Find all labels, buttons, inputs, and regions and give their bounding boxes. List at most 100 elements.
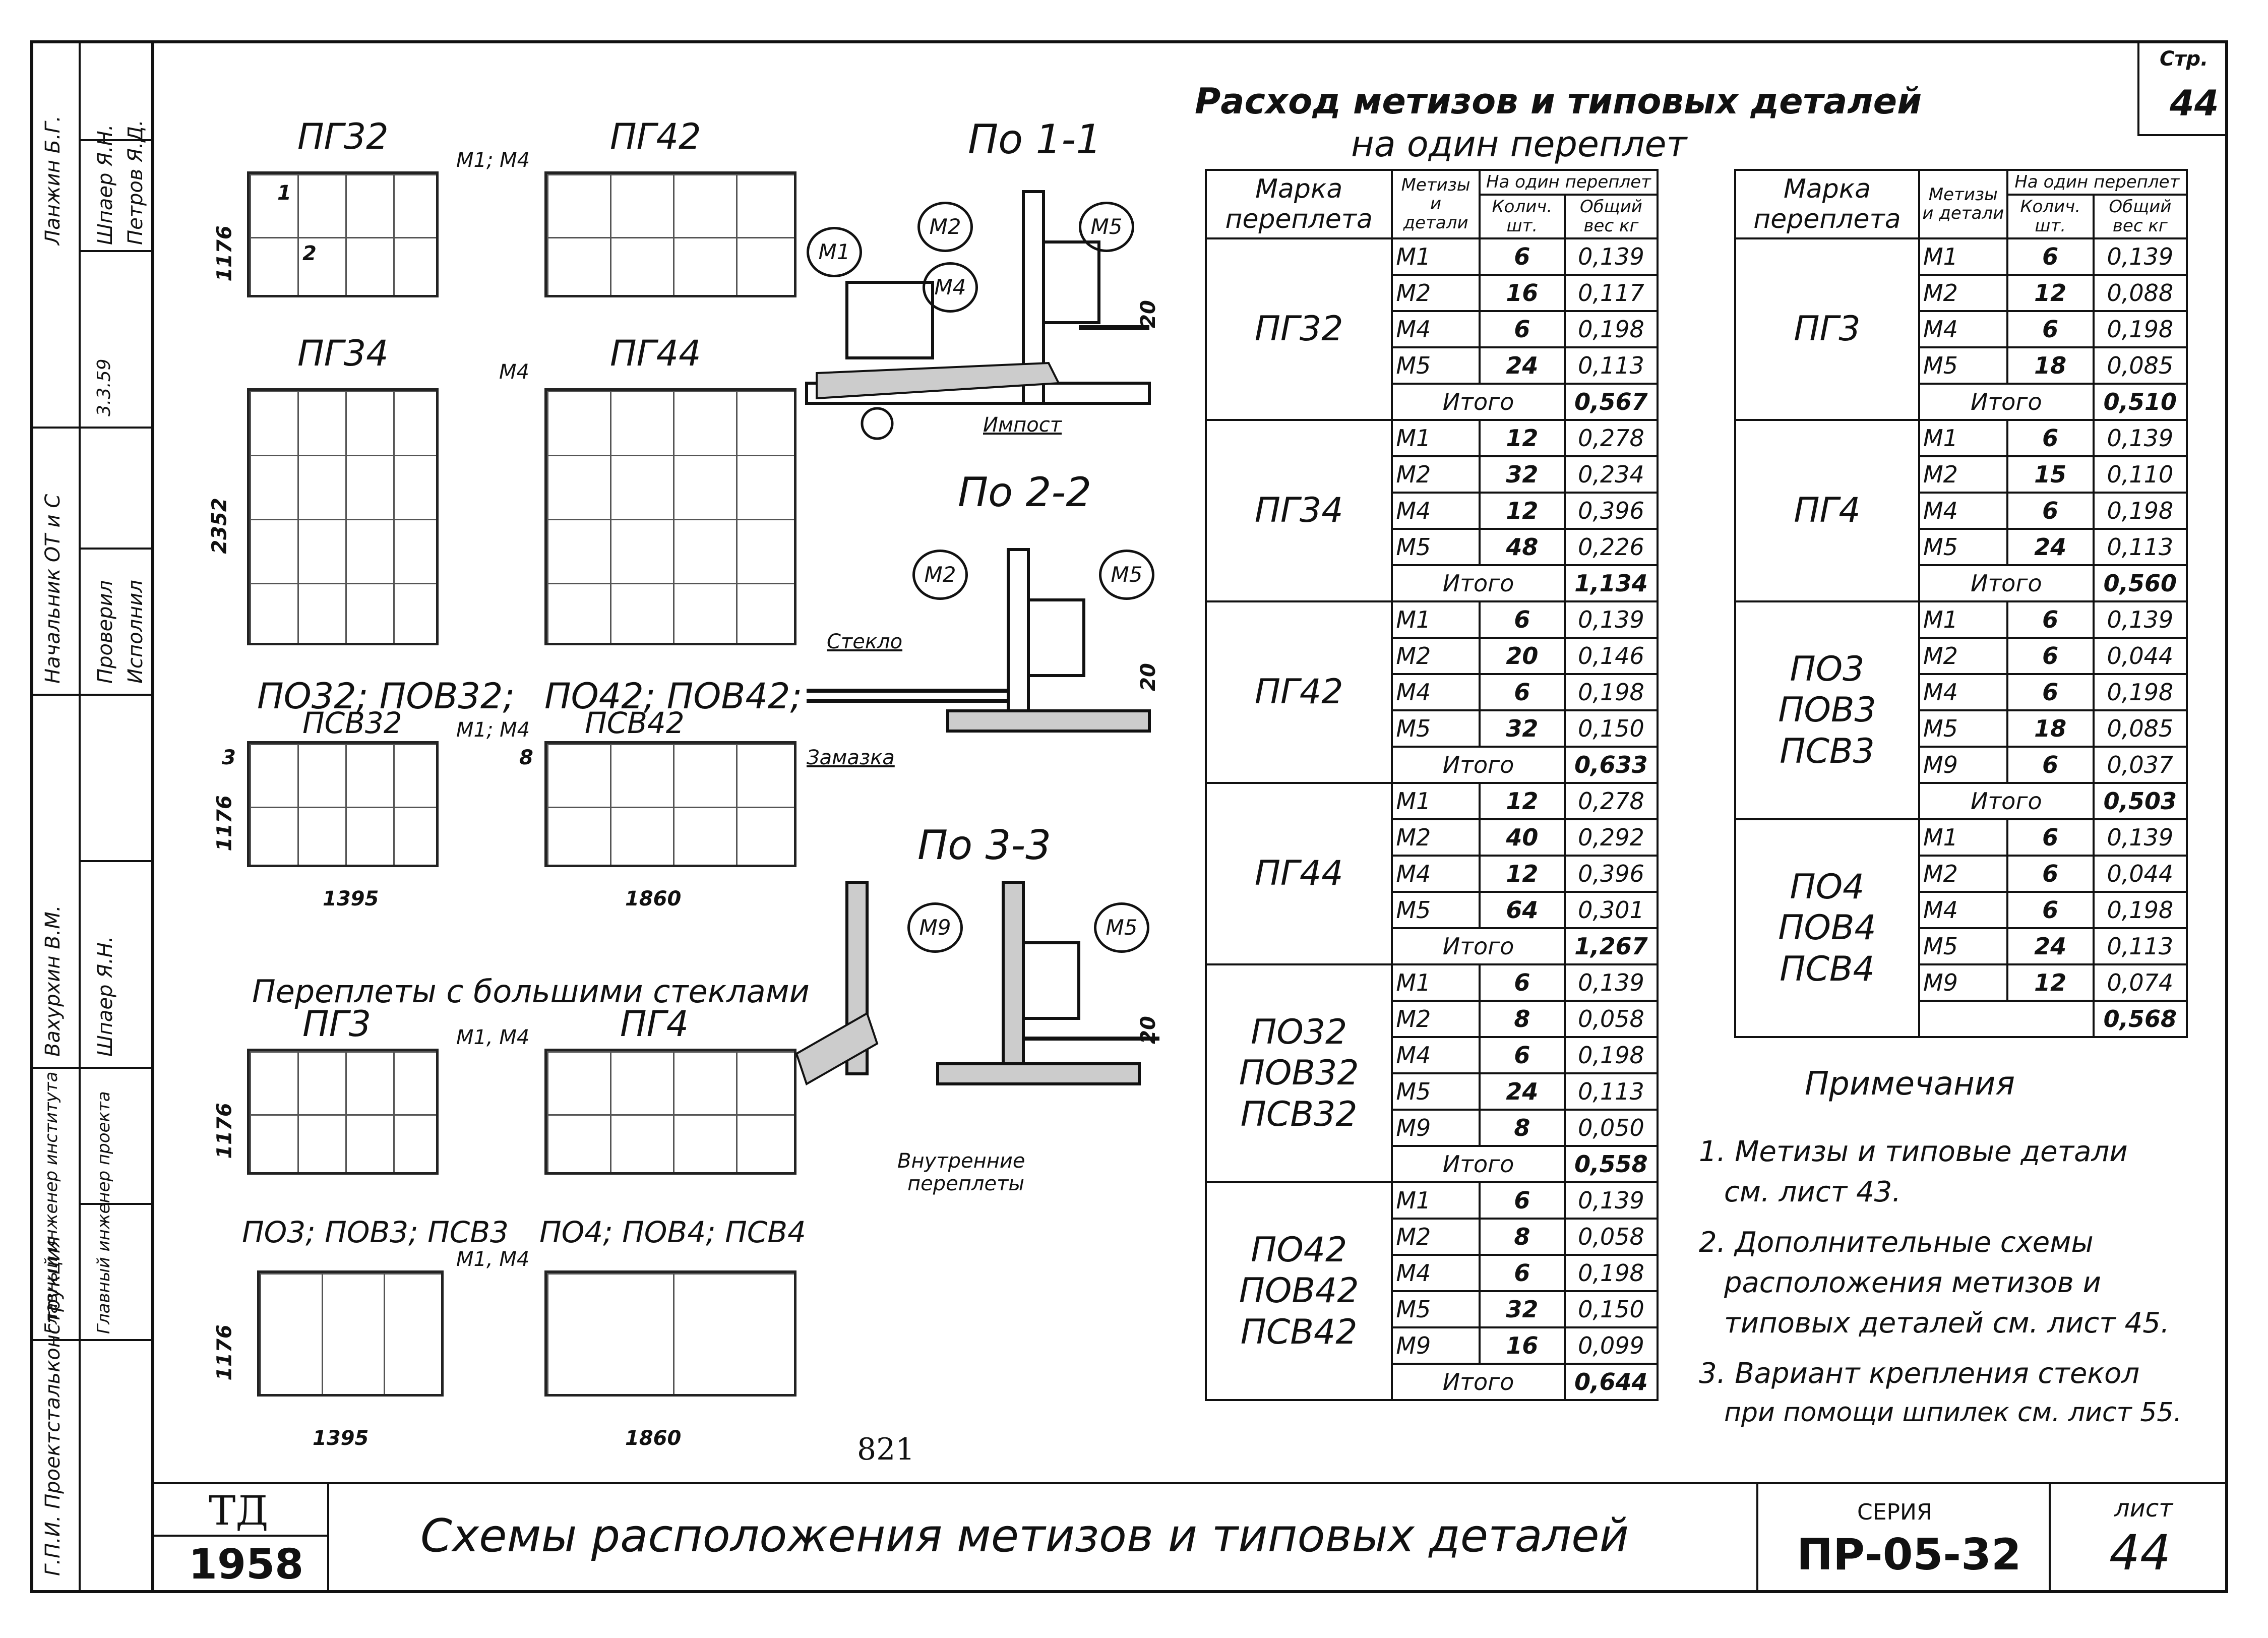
total-label: Итого <box>1391 383 1566 421</box>
weight-cell: 0,113 <box>1563 1072 1659 1111</box>
qty-cell: 6 <box>2006 310 2095 349</box>
table-title-line1: Расход метизов и типовых деталей <box>1195 81 1922 122</box>
label-po3: ПО3; ПОВ3; ПСВ3 <box>242 1215 509 1249</box>
col-metizy: Метизы и детали <box>1391 168 1481 240</box>
weight-cell: 0,198 <box>1563 310 1659 349</box>
metiz-cell: М1 <box>1391 600 1481 639</box>
callout-m2-a: М2 <box>917 202 973 252</box>
dim-20-c: 20 <box>1136 1016 1160 1044</box>
role-chief-project: Главный инженер проекта <box>94 1091 114 1334</box>
total-row: 0,568 <box>1735 1000 2188 1039</box>
label-pg42: ПГ42 <box>610 116 701 157</box>
footer-series: ПР-05-32 <box>1797 1530 2021 1580</box>
col-weight-2: Общий вес кг <box>2092 194 2188 240</box>
weight-cell: 0,139 <box>1563 600 1659 639</box>
qty-cell: 12 <box>1478 855 1566 893</box>
weight-cell: 0,234 <box>1563 455 1659 494</box>
total-label: Итого <box>1918 383 2095 421</box>
label-pg3: ПГ3 <box>302 1003 372 1045</box>
weight-cell: 0,396 <box>1563 492 1659 530</box>
mark-cell: ПГ3 <box>1734 237 1920 421</box>
qty-cell: 6 <box>2006 855 2095 893</box>
num-1-a: 1 <box>277 181 291 205</box>
total-value: 0,510 <box>2092 383 2188 421</box>
metiz-cell: М1 <box>1391 1181 1481 1220</box>
link-po32-po42: М1; М4 <box>456 718 530 742</box>
total-label: Итого <box>1391 564 1566 603</box>
note-3a: 3. Вариант крепления стекол <box>1699 1357 2140 1390</box>
weight-cell: 0,301 <box>1563 891 1659 930</box>
qty-cell: 6 <box>2006 673 2095 712</box>
weight-cell: 0,198 <box>2092 891 2188 930</box>
label-psv32: ПСВ32 <box>302 706 402 740</box>
metiz-cell: М2 <box>1918 455 2008 494</box>
scheme-pg3 <box>247 1049 439 1175</box>
label-section-3-3: По 3-3 <box>917 822 1052 869</box>
total-value: 0,503 <box>2092 782 2188 821</box>
mark-cell: ПГ42 <box>1204 600 1393 784</box>
qty-cell: 6 <box>2006 419 2095 458</box>
metiz-cell: М5 <box>1391 1072 1481 1111</box>
num-3-a: 3 <box>222 746 236 769</box>
metiz-cell: М1 <box>1918 237 2008 276</box>
dim-20-a: 20 <box>1136 300 1160 328</box>
col-weight: Общий вес кг <box>1563 194 1659 240</box>
dim-1176-d: 1176 <box>213 1324 236 1381</box>
qty-cell: 8 <box>1478 1000 1566 1039</box>
label-pg34: ПГ34 <box>297 333 389 374</box>
metiz-cell: М9 <box>1391 1109 1481 1147</box>
role-chief-institute: Главный инженер института <box>41 1071 62 1334</box>
col-mark-2: Марка переплета <box>1734 168 1920 240</box>
metiz-cell: М5 <box>1918 927 2008 966</box>
dim-1176-b: 1176 <box>213 795 236 852</box>
footer-title: Схемы расположения метизов и типовых дет… <box>420 1509 1629 1562</box>
total-label: Итого <box>1918 564 2095 603</box>
weight-cell: 0,150 <box>1563 709 1659 748</box>
role-checked: Проверил <box>94 580 117 684</box>
dim-1860-a: 1860 <box>625 887 682 911</box>
col-per-one-2: На один переплет <box>2006 168 2188 196</box>
label-pg44: ПГ44 <box>610 333 701 374</box>
name-lanzhin: Ланжин Б.Г. <box>41 115 65 245</box>
link-pg32-pg42: М1; М4 <box>456 149 530 172</box>
weight-cell: 0,198 <box>2092 492 2188 530</box>
weight-cell: 0,198 <box>1563 673 1659 712</box>
metiz-cell: М2 <box>1391 1218 1481 1256</box>
metiz-cell: М9 <box>1391 1326 1481 1365</box>
dim-1176-a: 1176 <box>213 225 236 282</box>
name-vahurkhin: Вахурхин В.М. <box>41 905 65 1057</box>
scheme-po42 <box>544 741 796 867</box>
metiz-cell: М5 <box>1918 346 2008 385</box>
qty-cell: 6 <box>2006 746 2095 784</box>
label-steklo: Стекло <box>827 630 903 653</box>
weight-cell: 0,198 <box>1563 1254 1659 1293</box>
weight-cell: 0,044 <box>2092 637 2188 676</box>
label-vnutr-2: переплеты <box>907 1172 1024 1195</box>
total-value: 0,633 <box>1563 746 1659 784</box>
weight-cell: 0,198 <box>2092 673 2188 712</box>
col-metizy-2: Метизы и детали <box>1918 168 2008 240</box>
qty-cell: 12 <box>2006 274 2095 313</box>
dim-1395-b: 1395 <box>313 1427 369 1450</box>
link-pg34-pg44: М4 <box>499 360 529 384</box>
weight-cell: 0,117 <box>1563 274 1659 313</box>
sign-date: 3.3.59 <box>94 358 114 416</box>
weight-cell: 0,139 <box>2092 600 2188 639</box>
